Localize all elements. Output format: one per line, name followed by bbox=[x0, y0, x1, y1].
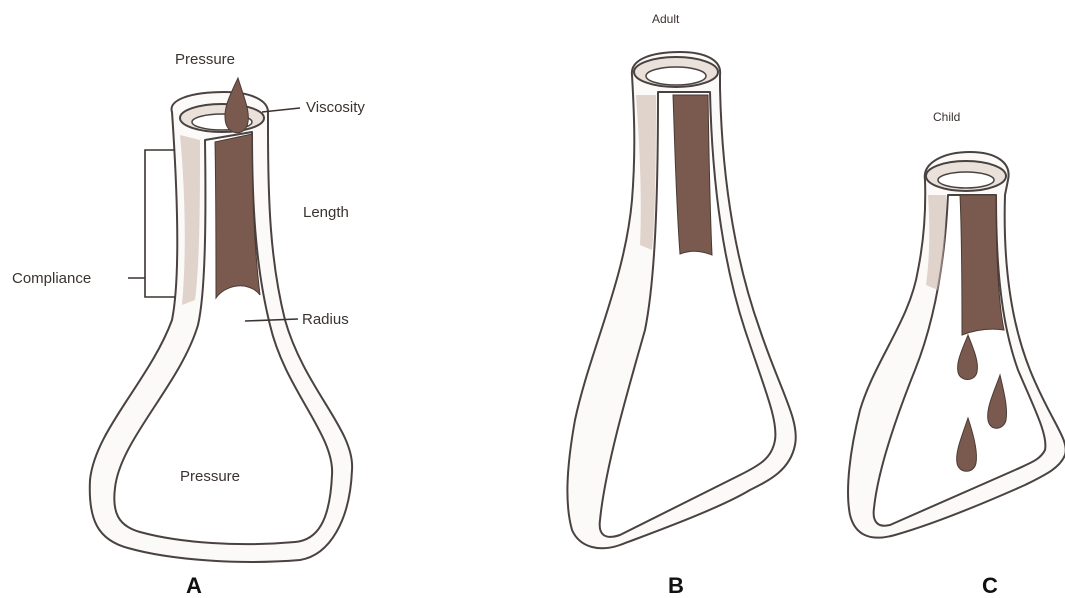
viscosity-label: Viscosity bbox=[306, 99, 365, 116]
flask-b-rim-opening bbox=[646, 67, 706, 85]
child-title: Child bbox=[933, 110, 960, 124]
length-label: Length bbox=[303, 204, 349, 221]
panel-a-letter: A bbox=[186, 573, 202, 598]
radius-label: Radius bbox=[302, 311, 349, 328]
panel-c-letter: C bbox=[982, 573, 998, 598]
flask-b: Adult B bbox=[567, 12, 795, 598]
pressure-bottom-label: Pressure bbox=[180, 468, 240, 485]
pressure-top-label: Pressure bbox=[175, 51, 235, 68]
pressure-drop-shape bbox=[225, 78, 248, 133]
adult-title: Adult bbox=[652, 12, 680, 26]
compliance-bracket bbox=[145, 150, 175, 297]
compliance-label: Compliance bbox=[12, 270, 91, 287]
flask-b-lumen bbox=[673, 95, 712, 255]
flask-c-rim-opening bbox=[938, 172, 994, 188]
flask-a: Pressure Viscosity Length Compliance Rad… bbox=[12, 51, 365, 598]
panel-b-letter: B bbox=[668, 573, 684, 598]
flask-c: Child C bbox=[848, 110, 1065, 598]
